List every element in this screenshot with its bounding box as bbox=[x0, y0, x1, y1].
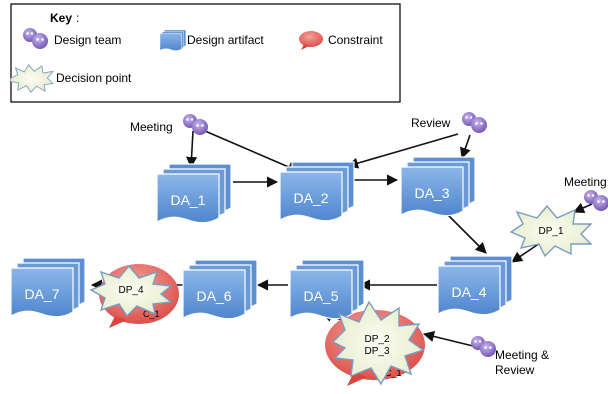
team-meeting-2: Meeting bbox=[564, 175, 608, 211]
team-review: Review bbox=[411, 112, 487, 133]
team-meeting-review: Meeting & Review bbox=[471, 336, 549, 377]
artifact-da7: DA_7 bbox=[10, 257, 86, 318]
constraint-c1-bottom-label: C_1 bbox=[385, 368, 402, 378]
artifact-da4-label: DA_4 bbox=[451, 284, 486, 300]
decision-point-dp4: DP_4 bbox=[89, 264, 173, 318]
decision-point-dp2-dp3: DP_2 DP_3 bbox=[331, 300, 425, 386]
key-label-constraint: Constraint bbox=[328, 33, 383, 47]
decision-point-dp2-label: DP_2 bbox=[364, 334, 389, 345]
team-review-label: Review bbox=[411, 116, 451, 130]
constraint-c1-left-label: C_1 bbox=[143, 309, 160, 319]
decision-point-dp1: DP_1 bbox=[509, 204, 593, 258]
arrow-review-to-da2 bbox=[346, 133, 459, 169]
key-legend: Key : Design team Design artifact Constr… bbox=[9, 3, 401, 103]
artifact-da1: DA_1 bbox=[156, 163, 232, 224]
design-team-icon bbox=[183, 114, 208, 135]
team-meeting-1: Meeting bbox=[130, 114, 208, 135]
arrow-meeting-to-da2 bbox=[204, 130, 300, 173]
artifact-da3-label: DA_3 bbox=[414, 185, 449, 201]
team-meeting-review-label-2: Review bbox=[495, 363, 535, 377]
arrow-dp1-to-da4 bbox=[511, 242, 541, 263]
key-title-colon: : bbox=[76, 11, 79, 25]
arrow-review-to-da3 bbox=[460, 134, 471, 160]
team-meeting-1-label: Meeting bbox=[130, 120, 173, 134]
design-artifact-icon bbox=[159, 29, 187, 51]
artifact-da5: DA_5 bbox=[289, 259, 365, 320]
artifact-da7-label: DA_7 bbox=[24, 286, 59, 302]
team-meeting-2-label: Meeting bbox=[564, 175, 607, 189]
key-label-design-team: Design team bbox=[54, 33, 121, 47]
decision-point-icon bbox=[9, 64, 54, 94]
design-team-icon bbox=[584, 190, 608, 211]
arrow-meeting-to-da1 bbox=[185, 130, 198, 169]
artifact-da6-label: DA_6 bbox=[196, 288, 231, 304]
key-label-decision-point: Decision point bbox=[56, 71, 132, 85]
arrow-meeting-to-dp1 bbox=[572, 202, 593, 214]
arrow-da3-to-da4 bbox=[446, 213, 487, 254]
artifact-da6: DA_6 bbox=[182, 259, 258, 320]
artifact-da2: DA_2 bbox=[279, 161, 355, 222]
artifact-da4: DA_4 bbox=[437, 255, 513, 316]
artifact-da3: DA_3 bbox=[400, 156, 476, 217]
artifact-da5-label: DA_5 bbox=[303, 288, 338, 304]
key-title: Key bbox=[50, 11, 72, 25]
team-meeting-review-label-1: Meeting & bbox=[495, 348, 549, 362]
constraint-icon bbox=[299, 31, 323, 50]
design-team-icon bbox=[462, 112, 487, 133]
key-label-design-artifact: Design artifact bbox=[187, 33, 264, 47]
design-team-icon bbox=[471, 336, 496, 357]
artifact-da2-label: DA_2 bbox=[293, 190, 328, 206]
artifact-da1-label: DA_1 bbox=[170, 192, 205, 208]
decision-point-dp1-label: DP_1 bbox=[538, 226, 563, 237]
decision-point-dp3-label: DP_3 bbox=[364, 346, 389, 357]
decision-point-dp4-label: DP_4 bbox=[118, 285, 143, 296]
arrow-team-to-dp2 bbox=[422, 330, 474, 347]
